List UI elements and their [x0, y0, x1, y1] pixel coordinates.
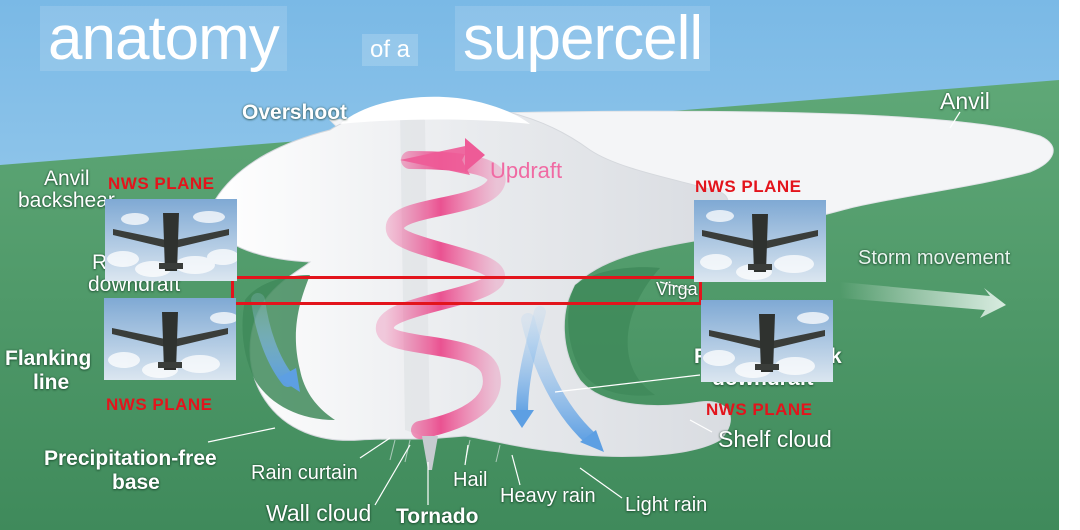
- label-rain-curtain: Rain curtain: [251, 462, 358, 484]
- updraft-core-shade: [400, 110, 430, 438]
- nws-plane-label-bottom-right: NWS PLANE: [706, 400, 813, 419]
- label-storm-movement: Storm movement: [858, 247, 1011, 269]
- bomber-icon: [104, 298, 236, 380]
- label-hail: Hail: [453, 469, 488, 491]
- label-wall-cloud: Wall cloud: [266, 500, 372, 526]
- title-anatomy: anatomy: [40, 6, 287, 71]
- plane-photo-bottom-left: [104, 298, 236, 380]
- plane-photo-top-left: [105, 199, 237, 281]
- label-flanking-line1: Flanking: [5, 347, 92, 370]
- label-anvil-backshear-line1: Anvil: [44, 167, 90, 190]
- plane-photo-top-right: [694, 200, 826, 282]
- label-anvil: Anvil: [940, 88, 990, 114]
- label-heavy-rain: Heavy rain: [500, 485, 596, 507]
- label-overshoot: Overshoot: [242, 101, 348, 124]
- title-supercell: supercell: [455, 6, 711, 71]
- red-bar-right-cap: [699, 276, 702, 305]
- bomber-icon: [694, 200, 826, 282]
- red-bar-bottom: [234, 302, 702, 305]
- plane-photo-bottom-right: [701, 300, 833, 382]
- label-flanking-line2: line: [33, 371, 70, 394]
- tornado-funnel: [422, 436, 438, 470]
- leader-lines: [207, 111, 961, 506]
- nws-plane-label-bottom-left: NWS PLANE: [106, 395, 213, 414]
- bomber-icon: [701, 300, 833, 382]
- nws-plane-label-top-right: NWS PLANE: [695, 177, 802, 196]
- updraft-spiral: [376, 138, 506, 439]
- storm-movement-arrow: [840, 282, 1006, 318]
- label-anvil-backshear-line2: backshear: [18, 189, 115, 212]
- label-precip-free-line1: Precipitation-free: [44, 447, 217, 470]
- label-shelf-cloud: Shelf cloud: [718, 426, 832, 452]
- nws-plane-label-top-left: NWS PLANE: [108, 174, 215, 193]
- title-of-a: of a: [362, 34, 419, 66]
- red-bar-top: [234, 276, 702, 279]
- label-forward-flank-part2: k: [830, 345, 842, 368]
- label-rear-flank-line1: R: [92, 251, 108, 274]
- red-bar-left-cap: [231, 276, 234, 305]
- label-light-rain: Light rain: [625, 494, 708, 516]
- bomber-icon: [105, 199, 237, 281]
- forward-opening: [568, 267, 660, 396]
- label-precip-free-line2: base: [112, 471, 160, 494]
- label-updraft: Updraft: [490, 158, 563, 183]
- downdraft-arrows: [251, 293, 604, 452]
- label-virga: Virga: [656, 279, 698, 299]
- label-tornado: Tornado: [396, 505, 479, 528]
